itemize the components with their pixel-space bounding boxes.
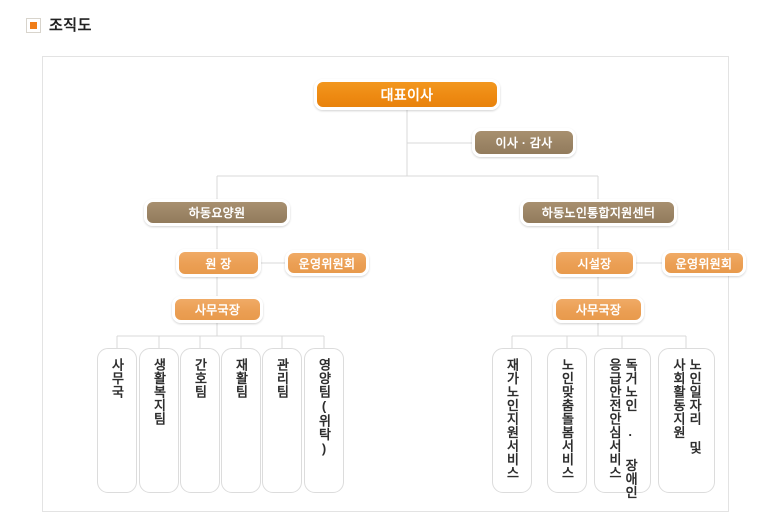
leaf-text-column: 노인맞춤돌봄서비스 — [559, 358, 575, 480]
node-branch-right-head[interactable]: 하동노인통합지원센터 — [520, 199, 677, 226]
node-advisory[interactable]: 이사 · 감사 — [472, 128, 576, 157]
node-branch-left-secretariat[interactable]: 사무국장 — [172, 296, 263, 323]
leaf-unit[interactable]: 독거노인 · 장애인 응급안전안심서비스 — [594, 348, 651, 499]
node-branch-right-secretariat[interactable]: 사무국장 — [553, 296, 644, 323]
node-ceo[interactable]: 대표이사 — [314, 79, 500, 110]
leaf-unit[interactable]: 사무국 — [97, 348, 137, 493]
leaf-text-column: 노인일자리 및 — [687, 358, 703, 455]
leaf-text-column: 재가노인지원서비스 — [504, 358, 520, 480]
leaf-unit[interactable]: 노인맞춤돌봄서비스 — [547, 348, 587, 493]
leaf-unit[interactable]: 간호팀 — [180, 348, 220, 493]
node-label: 운영위원회 — [298, 256, 356, 271]
leaf-unit[interactable]: 재가노인지원서비스 — [492, 348, 532, 493]
leaf-text-column: 영양팀(위탁) — [316, 358, 332, 457]
leaf-text-column: 사무국 — [109, 358, 125, 399]
leaf-text-column: 독거노인 · 장애인 — [623, 358, 639, 499]
node-branch-left-committee[interactable]: 운영위원회 — [285, 250, 369, 276]
leaf-text-column: 생활복지팀 — [151, 358, 167, 426]
page-heading: 조직도 — [26, 18, 92, 33]
leaf-unit[interactable]: 관리팀 — [262, 348, 302, 493]
node-branch-left-director[interactable]: 원 장 — [176, 249, 261, 277]
orange-square-bullet-icon — [26, 18, 41, 33]
node-label: 원 장 — [205, 256, 232, 271]
leaf-text-column: 응급안전안심서비스 — [607, 358, 622, 480]
node-label: 사무국장 — [194, 303, 241, 317]
leaf-text-column: 사회활동지원 — [671, 358, 686, 439]
node-label: 이사 · 감사 — [495, 136, 553, 150]
leaf-text-column: 관리팀 — [274, 358, 290, 399]
node-branch-right-director[interactable]: 시설장 — [553, 249, 636, 277]
leaf-unit[interactable]: 영양팀(위탁) — [304, 348, 344, 493]
leaf-text-column: 간호팀 — [192, 358, 208, 399]
node-label: 하동요양원 — [188, 206, 246, 220]
leaf-unit[interactable]: 생활복지팀 — [139, 348, 179, 493]
node-label: 대표이사 — [380, 86, 434, 103]
node-label: 하동노인통합지원센터 — [541, 206, 656, 220]
page-title: 조직도 — [49, 17, 92, 34]
leaf-text-column: 재활팀 — [233, 358, 249, 399]
node-label: 시설장 — [577, 256, 612, 271]
leaf-unit[interactable]: 재활팀 — [221, 348, 261, 493]
node-label: 사무국장 — [575, 303, 622, 317]
node-branch-right-committee[interactable]: 운영위원회 — [662, 250, 746, 276]
node-branch-left-head[interactable]: 하동요양원 — [144, 199, 290, 226]
node-label: 운영위원회 — [675, 256, 733, 271]
leaf-unit[interactable]: 노인일자리 및 사회활동지원 — [658, 348, 715, 493]
